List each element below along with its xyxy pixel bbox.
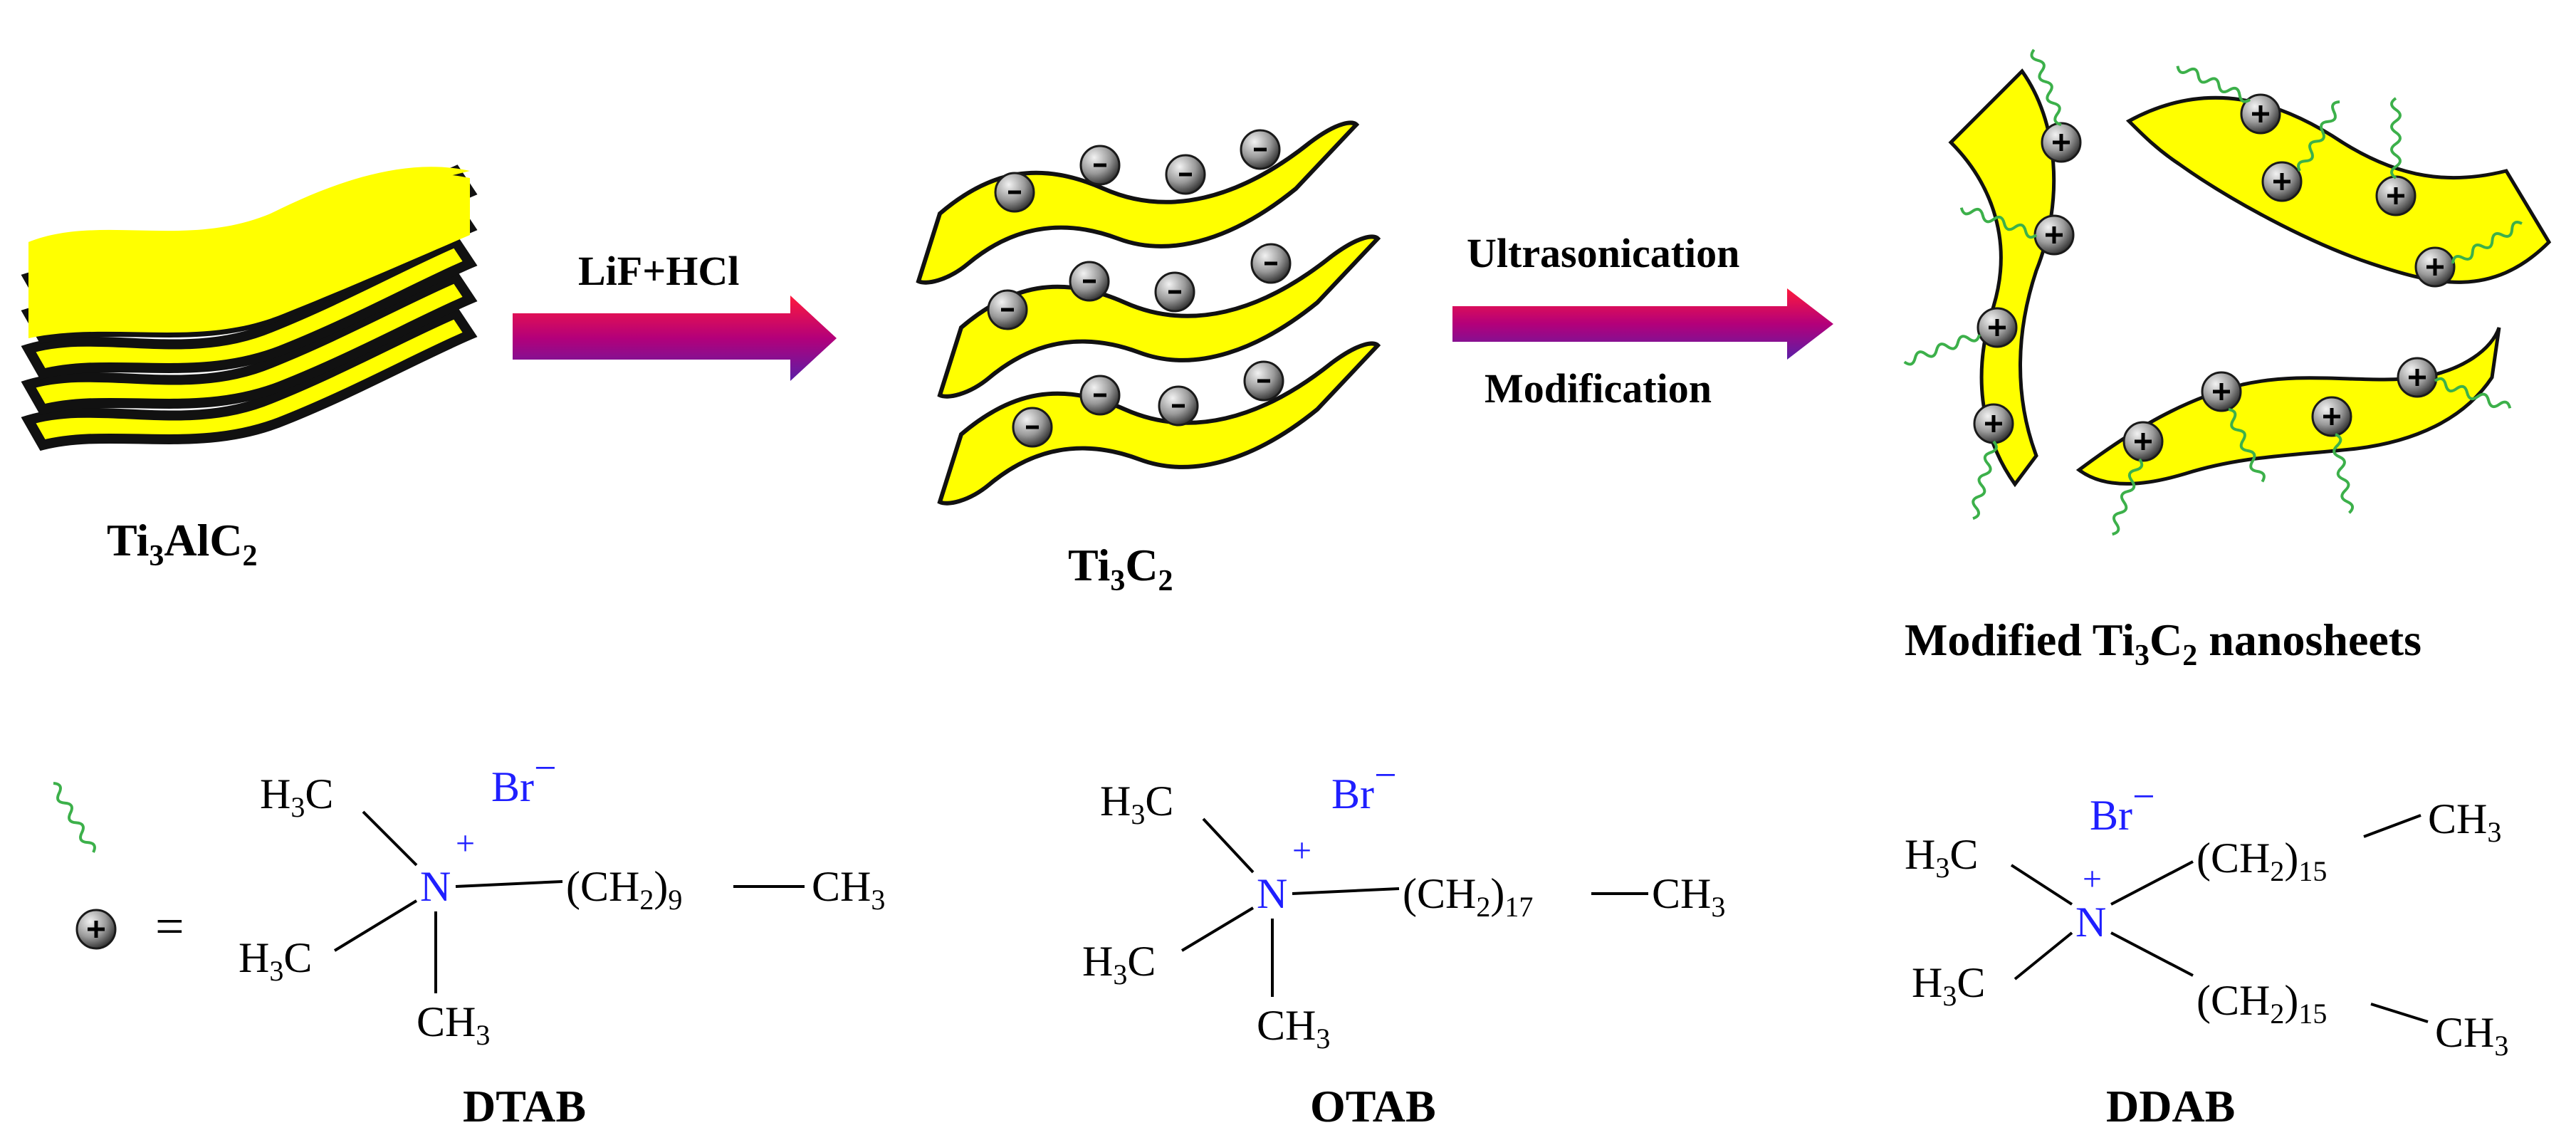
negative-ion bbox=[1245, 362, 1283, 400]
ti3c2-sheets bbox=[918, 123, 1378, 503]
ddab-bond bbox=[2370, 1003, 2429, 1023]
layer bbox=[21, 271, 478, 416]
dtab-name: DTAB bbox=[463, 1081, 586, 1131]
ddab-tail-b: CH3 bbox=[2435, 1009, 2508, 1062]
dtab-methyl-3: CH3 bbox=[417, 998, 490, 1051]
positive-ion bbox=[2042, 123, 2080, 162]
negative-ion bbox=[1081, 376, 1119, 414]
otab-methyl-3: CH3 bbox=[1257, 1002, 1330, 1055]
ddab-n-charge: + bbox=[2083, 860, 2102, 898]
positive-ion bbox=[1978, 308, 2016, 347]
otab-bromide: Br− bbox=[1331, 753, 1397, 817]
modified-nanosheets bbox=[1901, 46, 2552, 538]
nanosheet-left bbox=[1948, 68, 2056, 488]
positive-ion bbox=[2202, 372, 2241, 411]
otab-structure: H3C H3C CH3 N + Br− (CH2)17 CH3 bbox=[1082, 753, 1725, 1055]
positive-ion bbox=[2313, 397, 2351, 436]
dtab-methyl-2: H3C bbox=[239, 934, 312, 987]
legend-chain bbox=[48, 780, 99, 856]
otab-bond bbox=[1202, 817, 1255, 874]
surfactant-chain bbox=[1901, 329, 1983, 367]
positive-ion bbox=[2124, 422, 2162, 461]
dtab-bromide: Br− bbox=[491, 746, 557, 810]
dtab-bond bbox=[362, 810, 418, 867]
arrow-step2 bbox=[1452, 288, 1833, 360]
ddab-methyl-2: H3C bbox=[1912, 959, 1985, 1012]
ddab-bond bbox=[2363, 814, 2421, 838]
arrow-step2-bottom-label: Modification bbox=[1485, 365, 1712, 412]
ti3alc2-label: Ti3AlC2 bbox=[107, 515, 258, 572]
negative-ion bbox=[1156, 273, 1194, 311]
negative-ion bbox=[1070, 262, 1109, 300]
arrow-step1-label: LiF+HCl bbox=[578, 248, 739, 294]
surfactant-chain bbox=[1967, 439, 1999, 521]
otab-bond bbox=[1180, 906, 1255, 952]
layer-top-face bbox=[28, 173, 470, 338]
ddab-bond bbox=[2014, 931, 2073, 980]
otab-nitrogen: N bbox=[1257, 870, 1287, 917]
otab-methyl-2: H3C bbox=[1082, 938, 1156, 990]
otab-name: OTAB bbox=[1310, 1081, 1436, 1131]
negative-ion bbox=[995, 173, 1034, 211]
positive-ion bbox=[2263, 162, 2301, 201]
nanosheet-top-right bbox=[2125, 95, 2552, 284]
dtab-chain: (CH2)9 bbox=[566, 863, 682, 916]
negative-ion bbox=[1013, 408, 1052, 446]
legend-equals: = bbox=[155, 898, 184, 955]
negative-ion bbox=[1241, 130, 1279, 169]
otab-bond bbox=[1292, 887, 1400, 895]
negative-ion bbox=[1081, 146, 1119, 184]
ddab-chain-a: (CH2)15 bbox=[2197, 835, 2327, 887]
otab-chain: (CH2)17 bbox=[1403, 870, 1533, 923]
dtab-tail: CH3 bbox=[812, 863, 885, 916]
ddab-bond bbox=[2110, 931, 2194, 977]
modified-label: Modified Ti3C2 nanosheets bbox=[1905, 615, 2421, 672]
negative-ion bbox=[1166, 155, 1205, 194]
dtab-bond bbox=[455, 880, 563, 888]
positive-ion bbox=[2035, 216, 2073, 254]
dtab-nitrogen: N bbox=[420, 863, 451, 910]
negative-ion bbox=[988, 291, 1027, 329]
ddab-chain-b: (CH2)15 bbox=[2197, 977, 2327, 1030]
dtab-methyl-1: H3C bbox=[260, 770, 333, 823]
ddab-structure: H3C H3C N + Br− (CH2)15 (CH2)15 CH3 CH3 bbox=[1905, 775, 2508, 1062]
ddab-bond bbox=[2110, 860, 2194, 906]
dtab-n-charge: + bbox=[456, 825, 475, 862]
positive-ion bbox=[2398, 358, 2436, 397]
otab-tail: CH3 bbox=[1652, 870, 1725, 923]
legend-positive-ion bbox=[77, 910, 115, 948]
arrow-step2-top-label: Ultrasonication bbox=[1467, 230, 1739, 276]
negative-ion bbox=[1252, 244, 1290, 283]
sheet bbox=[918, 123, 1356, 283]
ddab-bond bbox=[2010, 864, 2073, 906]
positive-ion bbox=[2416, 248, 2454, 286]
ti3c2-label: Ti3C2 bbox=[1068, 540, 1173, 597]
ddab-nitrogen: N bbox=[2075, 899, 2106, 946]
dtab-structure: H3C H3C CH3 N + Br− (CH2)9 CH3 bbox=[239, 746, 885, 1051]
otab-methyl-1: H3C bbox=[1100, 778, 1173, 830]
negative-ion bbox=[1159, 387, 1198, 425]
dtab-bond bbox=[333, 899, 418, 952]
otab-n-charge: + bbox=[1292, 832, 1311, 869]
ddab-bromide: Br− bbox=[2090, 775, 2155, 839]
positive-ion bbox=[2377, 177, 2415, 215]
layer bbox=[21, 236, 478, 380]
ti3alc2-stack bbox=[21, 164, 478, 451]
ddab-tail-a: CH3 bbox=[2428, 795, 2501, 848]
legend-symbol: = bbox=[48, 780, 184, 955]
ddab-methyl-1: H3C bbox=[1905, 831, 1978, 884]
positive-ion bbox=[1974, 404, 2013, 443]
layer-base bbox=[21, 307, 478, 451]
ddab-name: DDAB bbox=[2106, 1081, 2235, 1131]
arrow-step1 bbox=[513, 296, 837, 381]
